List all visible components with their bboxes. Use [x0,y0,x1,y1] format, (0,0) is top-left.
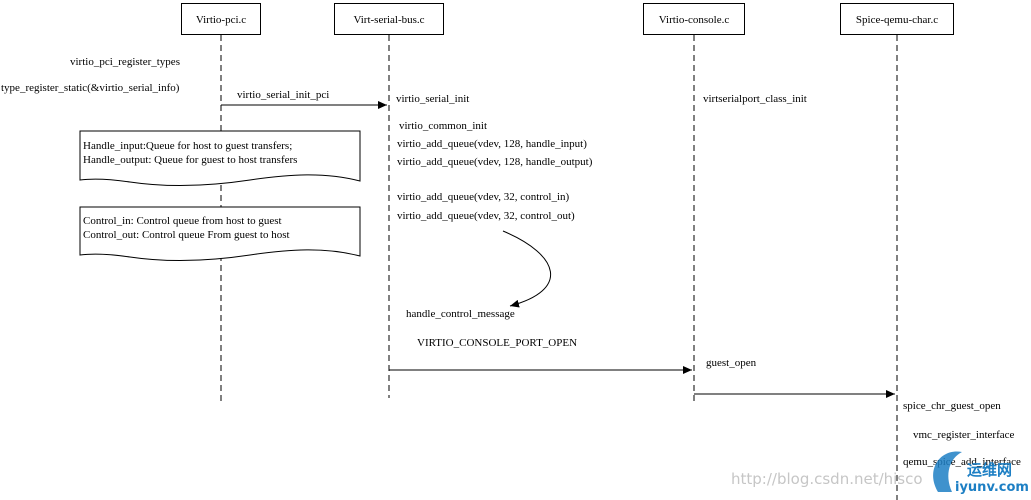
participant-spice-qemu-char: Spice-qemu-char.c [840,3,954,35]
msg-add-queue-3: virtio_add_queue(vdev, 32, control_in) [397,191,570,203]
msg-guest-open: guest_open [706,357,757,369]
participant-virtio-pci: Virtio-pci.c [181,3,261,35]
msg-add-queue-1: virtio_add_queue(vdev, 128, handle_input… [397,138,587,150]
msg-qemu-spice-add: qemu_spice_add_interface [903,456,1021,468]
note-shape-1 [79,130,361,187]
msg-add-queue-2: virtio_add_queue(vdev, 128, handle_outpu… [397,156,593,168]
msg-add-queue-4: virtio_add_queue(vdev, 32, control_out) [397,210,575,222]
participant-virt-serial-bus: Virt-serial-bus.c [334,3,444,35]
msg-port-open: VIRTIO_CONSOLE_PORT_OPEN [417,337,578,349]
msg-vmc-register: vmc_register_interface [913,429,1015,441]
msg-serial-init-pci: virtio_serial_init_pci [237,89,330,101]
note-line: Control_in: Control queue from host to g… [83,215,282,227]
note-control-queues: Control_in: Control queue from host to g… [83,214,290,242]
watermark-logo-en: iyunv.com [955,480,1029,495]
watermark-url: http://blog.csdn.net/hisco [731,470,923,488]
msg-type-register-static: type_register_static(&virtio_serial_info… [1,82,180,94]
participant-label: Virt-serial-bus.c [353,14,425,26]
participant-label: Virtio-console.c [658,14,730,26]
participant-label: Virtio-pci.c [195,14,247,26]
note-line: Handle_output: Queue for guest to host t… [83,154,298,166]
participant-virtio-console: Virtio-console.c [643,3,745,35]
msg-serial-init: virtio_serial_init [396,93,470,105]
note-queues: Handle_input:Queue for host to guest tra… [83,139,297,167]
note-shape-2 [79,206,361,262]
msg-pci-register-types: virtio_pci_register_types [70,56,180,68]
participant-label: Spice-qemu-char.c [855,14,939,26]
watermark-logo-cn: 运维网 [967,461,1013,479]
note-line: Handle_input:Queue for host to guest tra… [83,140,293,152]
msg-common-init: virtio_common_init [399,120,487,132]
msg-class-init: virtserialport_class_init [703,93,807,105]
note-line: Control_out: Control queue From guest to… [83,229,290,241]
arrow-control-message [502,230,552,308]
msg-spice-guest-open: spice_chr_guest_open [903,400,1001,412]
msg-handle-control-message: handle_control_message [406,308,515,320]
